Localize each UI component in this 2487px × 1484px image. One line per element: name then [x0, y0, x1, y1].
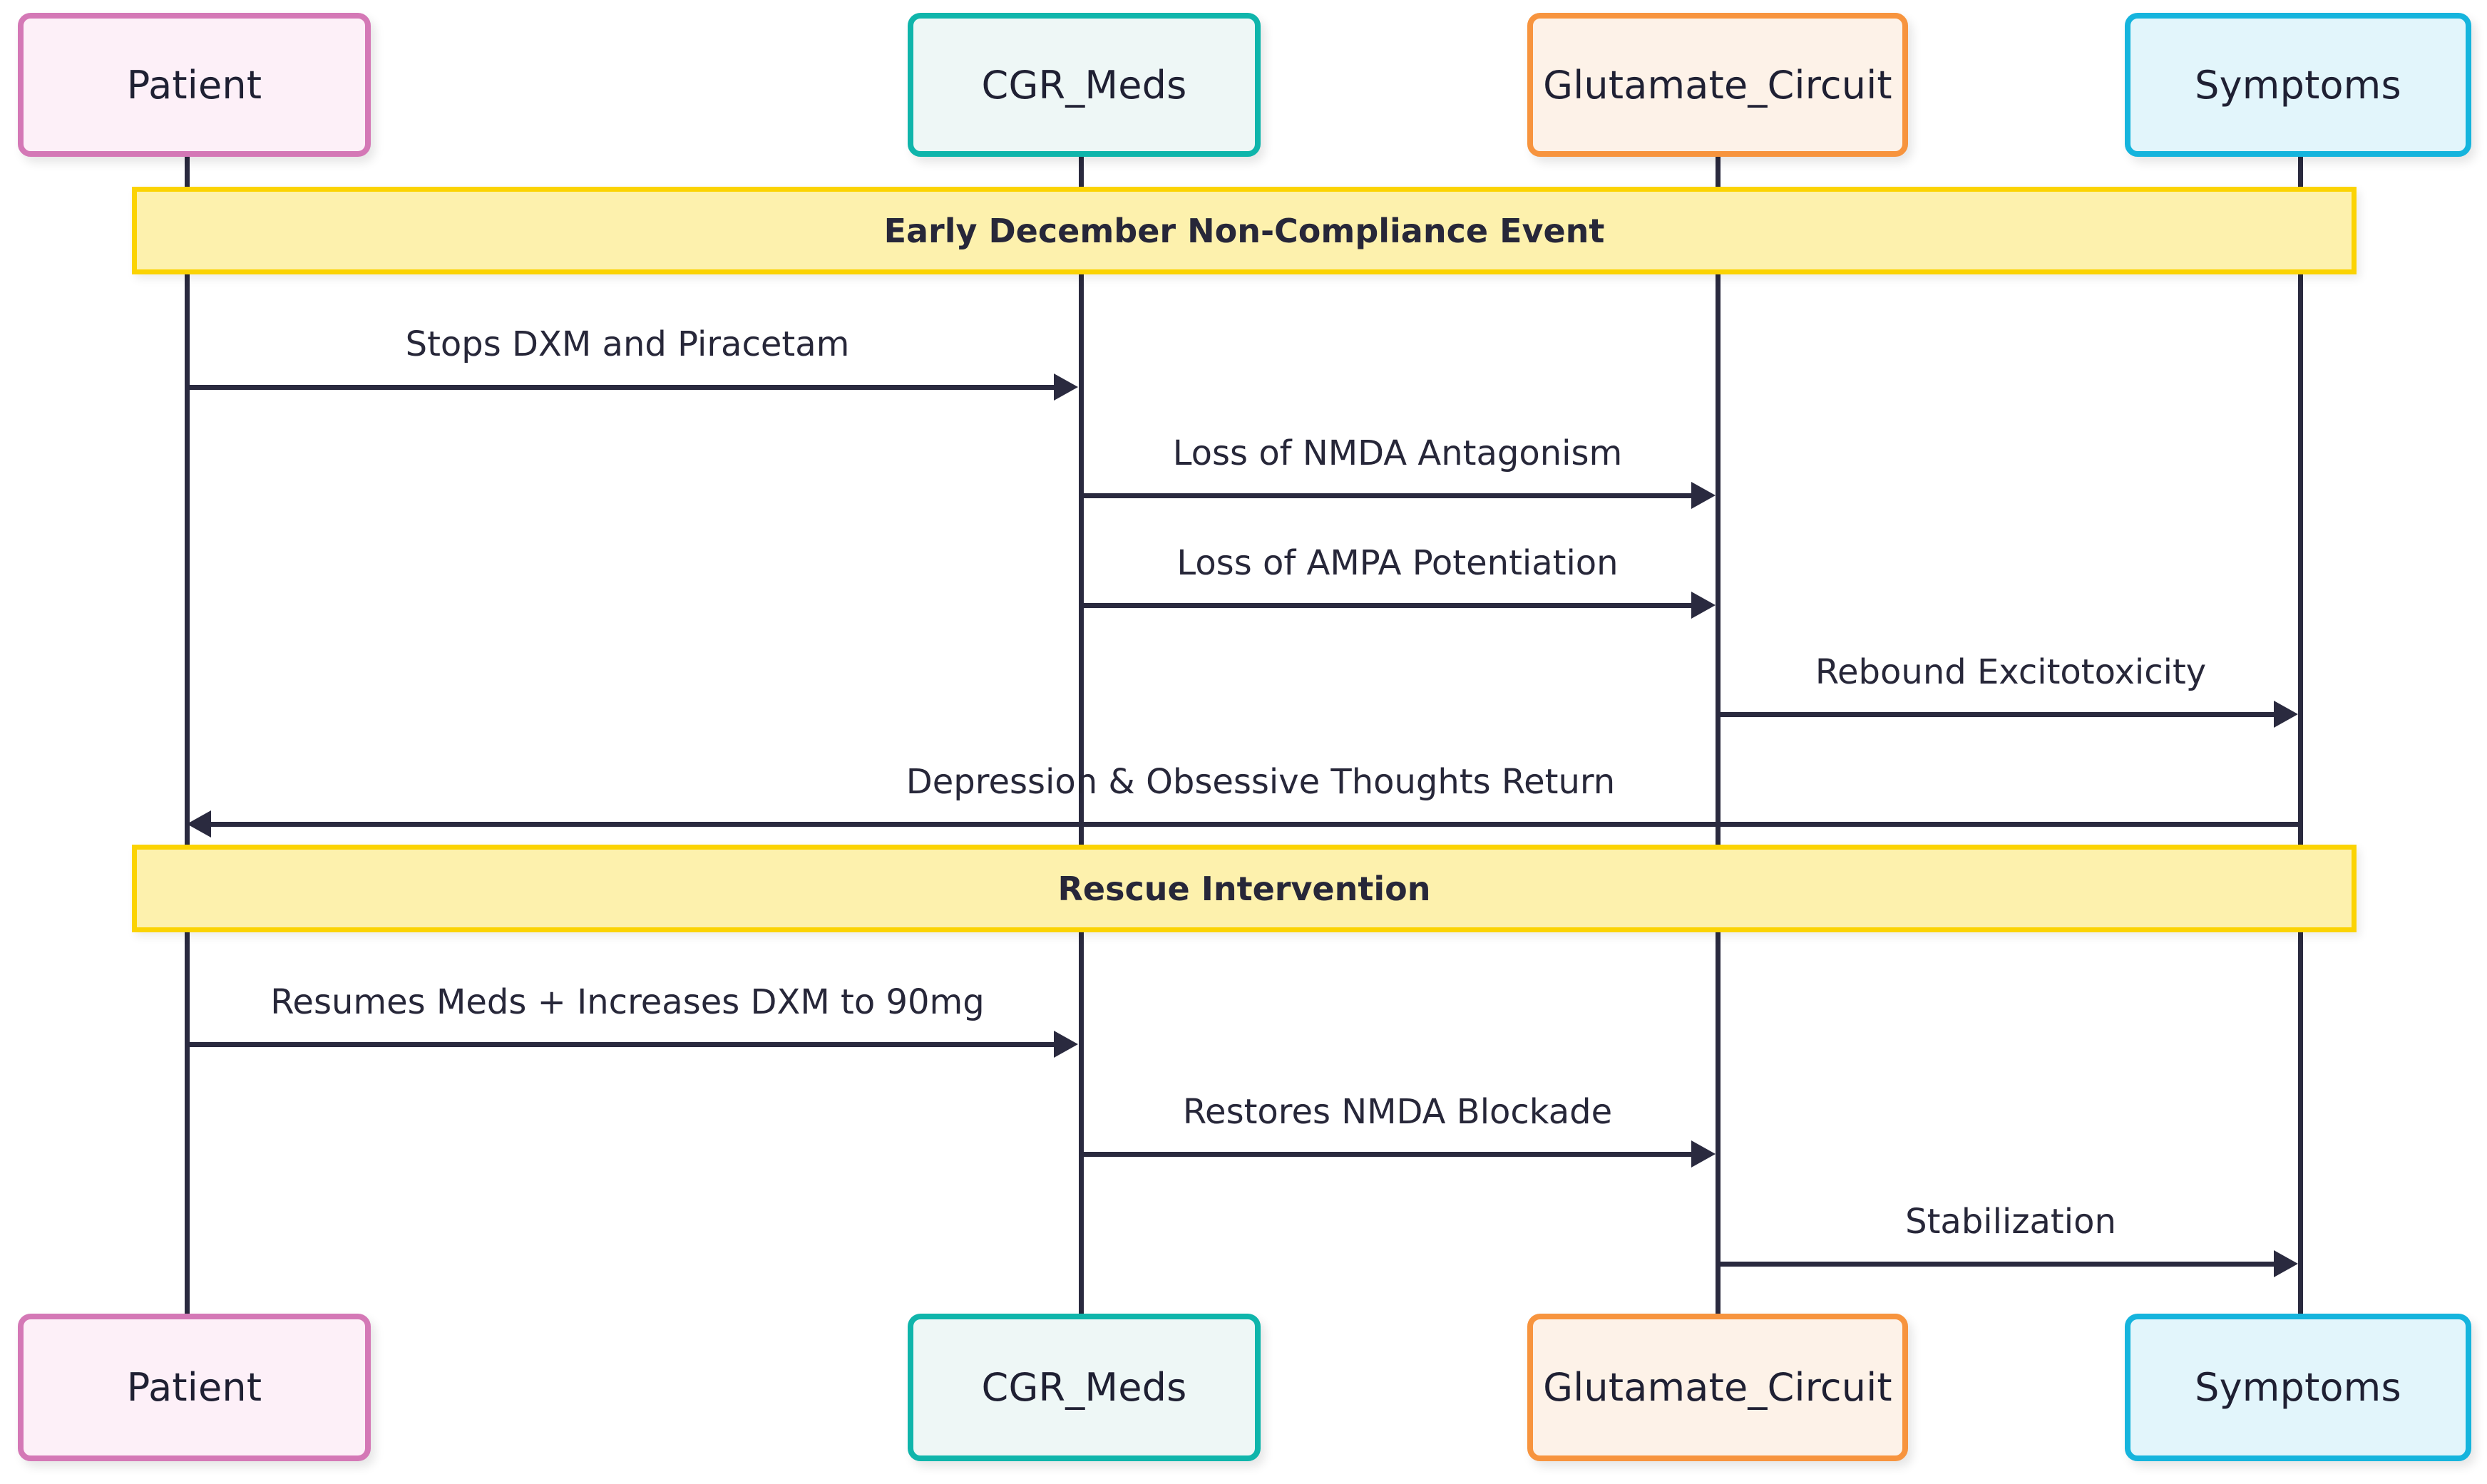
- message-label-loss-of-nmda-antagonism: Loss of NMDA Antagonism: [1173, 433, 1622, 473]
- section-banner-label-2: Rescue Intervention: [1057, 869, 1431, 908]
- message-label-restores-nmda-blockade: Restores NMDA Blockade: [1183, 1092, 1612, 1132]
- message-text-3: Loss of AMPA Potentiation: [1176, 543, 1619, 583]
- message-text-5: Depression & Obsessive Thoughts Return: [906, 762, 1616, 802]
- message-text-6: Resumes Meds + Increases DXM to 90mg: [270, 982, 985, 1022]
- message-line-6: [187, 1042, 1057, 1047]
- message-arrowhead-6: [1054, 1031, 1078, 1058]
- message-text-4: Rebound Excitotoxicity: [1815, 652, 2207, 692]
- message-label-rebound-excitotoxicity: Rebound Excitotoxicity: [1815, 652, 2206, 692]
- actor-label-symptoms-bottom: Symptoms: [2195, 1365, 2401, 1410]
- actor-box-glutamate-bottom[interactable]: Glutamate_Circuit: [1527, 1314, 1908, 1461]
- message-line-5: [211, 822, 2300, 827]
- message-label-stabilization: Stabilization: [1905, 1202, 2116, 1242]
- message-arrowhead-3: [1691, 592, 1716, 619]
- message-label-loss-of-ampa-potentiation: Loss of AMPA Potentiation: [1176, 543, 1618, 583]
- actor-label-patient-bottom: Patient: [126, 1365, 262, 1410]
- actor-box-glutamate-top[interactable]: Glutamate_Circuit: [1527, 13, 1908, 157]
- actor-label-glutamate-top: Glutamate_Circuit: [1543, 62, 1892, 108]
- message-line-2: [1081, 493, 1694, 498]
- message-line-4: [1718, 712, 2277, 717]
- actor-box-patient-top[interactable]: Patient: [18, 13, 371, 157]
- section-banner-early-december-non-compliance-event: Early December Non-Compliance Event: [132, 187, 2357, 274]
- message-label-resumes-meds-increases-dxm-to-90mg: Resumes Meds + Increases DXM to 90mg: [270, 982, 985, 1022]
- actor-label-patient-top: Patient: [126, 62, 262, 108]
- message-label-stops-dxm-and-piracetam: Stops DXM and Piracetam: [406, 324, 850, 364]
- actor-box-patient-bottom[interactable]: Patient: [18, 1314, 371, 1461]
- message-arrowhead-1: [1054, 373, 1078, 401]
- message-text-2: Loss of NMDA Antagonism: [1172, 433, 1623, 473]
- message-arrowhead-7: [1691, 1140, 1716, 1168]
- actor-box-meds-top[interactable]: CGR_Meds: [908, 13, 1261, 157]
- section-banner-label-1: Early December Non-Compliance Event: [883, 211, 1605, 250]
- lifeline-patient: [185, 157, 190, 1315]
- message-text-7: Restores NMDA Blockade: [1182, 1092, 1613, 1132]
- lifeline-meds: [1079, 157, 1084, 1315]
- section-banner-rescue-intervention: Rescue Intervention: [132, 845, 2357, 932]
- actor-box-symptoms-top[interactable]: Symptoms: [2125, 13, 2471, 157]
- actor-label-meds-bottom: CGR_Meds: [981, 1365, 1187, 1410]
- message-label-depression-obsessive-thoughts-return: Depression & Obsessive Thoughts Return: [906, 762, 1615, 802]
- message-line-1: [187, 385, 1057, 390]
- actor-label-meds-top: CGR_Meds: [981, 62, 1187, 108]
- lifeline-glutamate: [1716, 157, 1721, 1315]
- actor-box-symptoms-bottom[interactable]: Symptoms: [2125, 1314, 2471, 1461]
- message-arrowhead-5: [187, 810, 211, 838]
- message-arrowhead-4: [2274, 701, 2298, 728]
- actor-label-symptoms-top: Symptoms: [2195, 62, 2401, 108]
- message-line-7: [1081, 1152, 1694, 1157]
- actor-box-meds-bottom[interactable]: CGR_Meds: [908, 1314, 1261, 1461]
- message-text-1: Stops DXM and Piracetam: [405, 324, 850, 364]
- message-text-8: Stabilization: [1905, 1202, 2116, 1242]
- message-line-8: [1718, 1262, 2277, 1267]
- message-arrowhead-2: [1691, 482, 1716, 509]
- message-arrowhead-8: [2274, 1250, 2298, 1277]
- message-line-3: [1081, 603, 1694, 608]
- lifeline-symptoms: [2298, 157, 2303, 1315]
- actor-label-glutamate-bottom: Glutamate_Circuit: [1543, 1365, 1892, 1410]
